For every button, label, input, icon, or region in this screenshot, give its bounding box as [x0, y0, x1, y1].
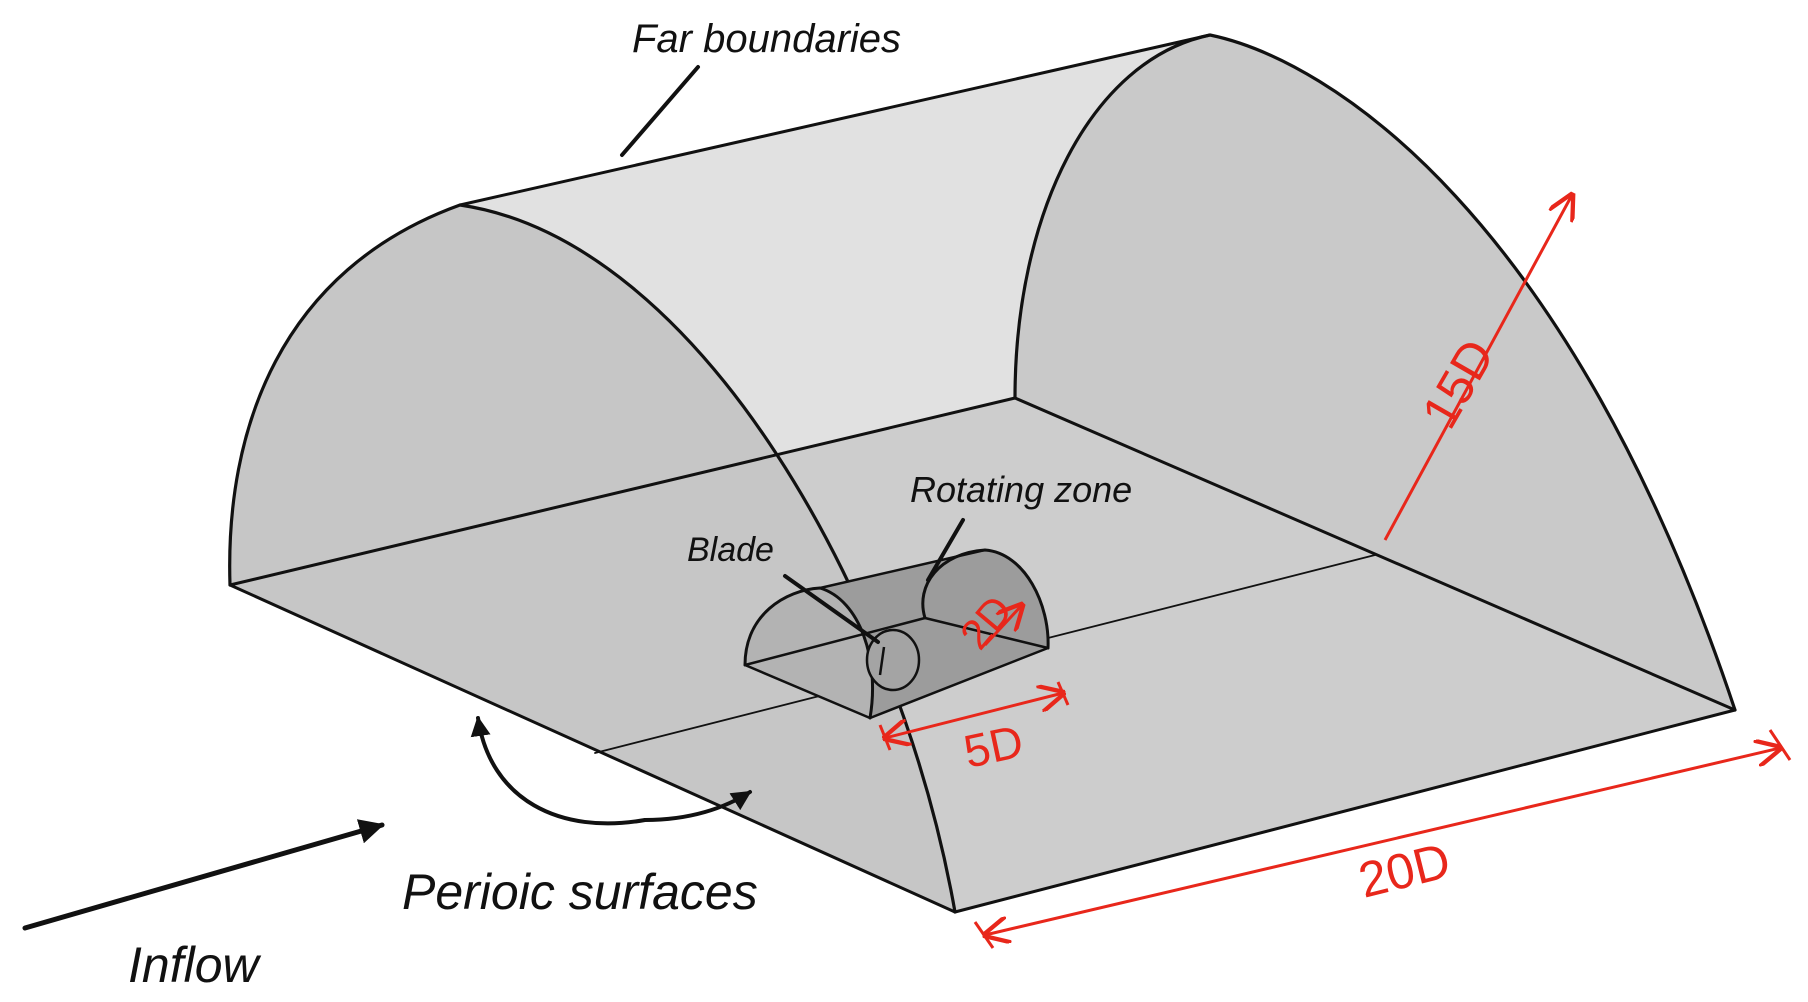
dim-20D-line [985, 748, 1780, 935]
dim-5D-label: 5D [959, 715, 1027, 778]
rotating-zone-base-back [923, 616, 1050, 650]
dim-5D-tick-left [878, 724, 892, 751]
blade-label: Blade [687, 531, 774, 569]
top-ridge-edge [458, 33, 1212, 207]
periodic-surface-arrow-back [643, 790, 752, 822]
dim-5D-line [885, 693, 1063, 738]
rotating-zone-base-front [743, 663, 872, 720]
rotating-zone-leader [926, 518, 965, 582]
inflow-arrow [22, 819, 385, 931]
ground-back-edge [1013, 396, 1737, 712]
periodic-surface-arrow-front [470, 716, 647, 826]
blade [865, 628, 921, 692]
far-boundaries-label: Far boundaries [632, 17, 901, 61]
blade-leader [783, 574, 880, 644]
dim-15D-line [1383, 195, 1572, 541]
inflow-label: Inflow [128, 937, 262, 993]
dim-2D-line [983, 605, 1022, 647]
ground-left-edge [228, 396, 1017, 587]
far-boundaries-leader [620, 65, 700, 157]
dim-20D-tick-right [1768, 729, 1792, 761]
ground-front-edge [228, 583, 957, 914]
back-arc-edge [1013, 33, 1737, 712]
dim-20D-tick-left [973, 921, 995, 949]
rotating-zone-label: Rotating zone [910, 469, 1132, 510]
front-half-disc-face [229, 205, 956, 912]
dim-5D-tick-right [1056, 681, 1070, 706]
rotating-zone-ridge [818, 548, 987, 590]
periodic-surfaces-label: Perioic surfaces [402, 864, 758, 920]
rotating-zone-front-face [745, 588, 873, 718]
far-boundary-top-surface [460, 35, 1735, 912]
rotating-zone-base-left [743, 616, 927, 667]
